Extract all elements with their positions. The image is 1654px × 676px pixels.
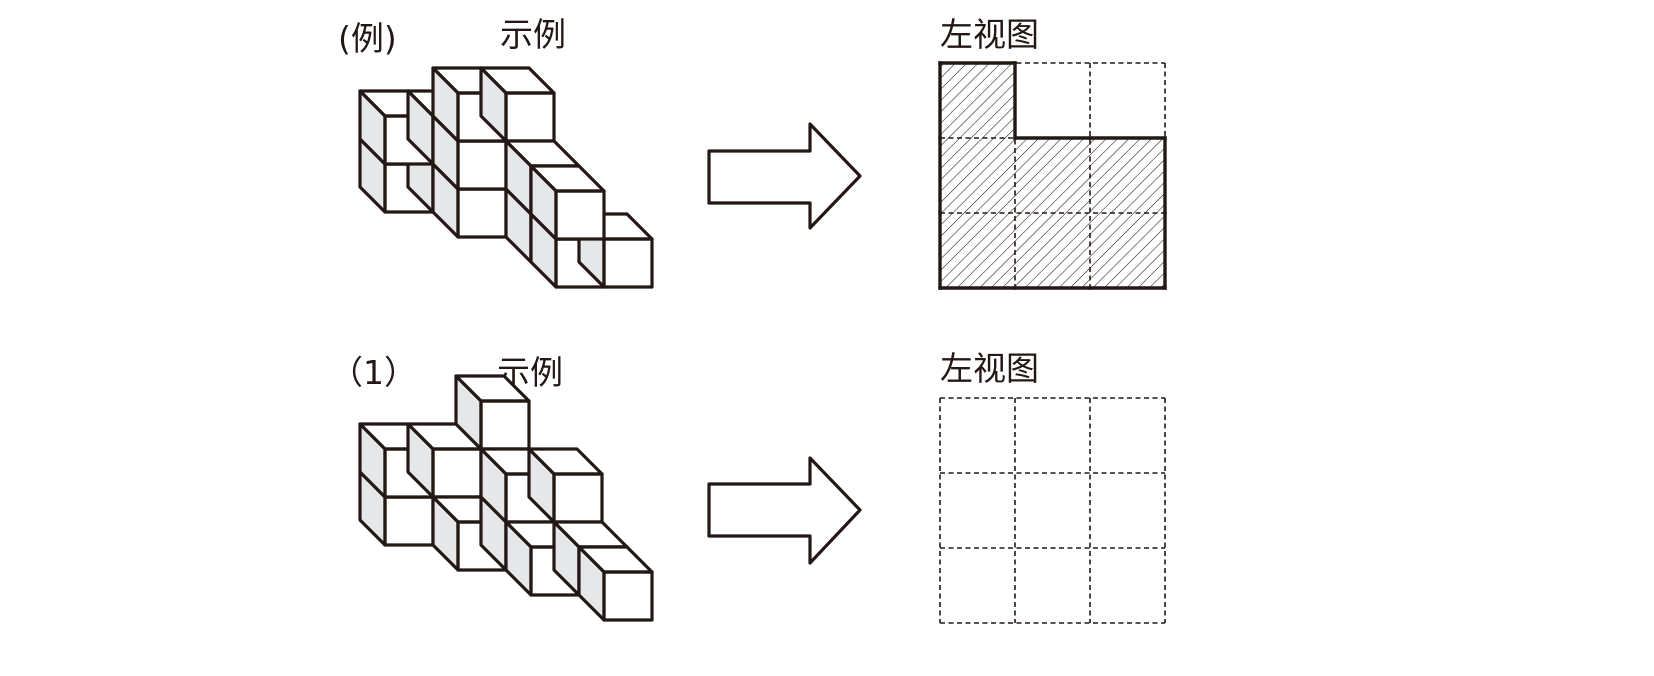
unit-cube (454, 374, 531, 451)
shaded-cell (1090, 213, 1165, 288)
view-label-problem-1: 左视图 (940, 349, 1039, 388)
unit-cube (577, 545, 654, 622)
cube-model-example (358, 66, 654, 289)
unit-cube (527, 447, 604, 524)
arrow-icon-problem-1 (707, 456, 862, 565)
row-label-problem-1: （1） (330, 353, 417, 392)
view-label-example: 左视图 (940, 15, 1039, 54)
model-label-example: 示例 (500, 15, 566, 54)
shaded-cell (940, 63, 1015, 138)
unit-cube (479, 66, 556, 143)
shaded-cell (1015, 138, 1090, 213)
shaded-cell (940, 213, 1015, 288)
shaded-cell (940, 138, 1015, 213)
left-view-grid-example (938, 61, 1167, 290)
left-view-grid-problem-1 (939, 397, 1166, 624)
cube-model-problem-1 (358, 374, 654, 622)
row-label-example: (例) (338, 19, 397, 58)
unit-cube (529, 164, 606, 241)
shaded-cell (1090, 138, 1165, 213)
shaded-cell (1015, 213, 1090, 288)
arrow-icon-example (707, 122, 862, 230)
